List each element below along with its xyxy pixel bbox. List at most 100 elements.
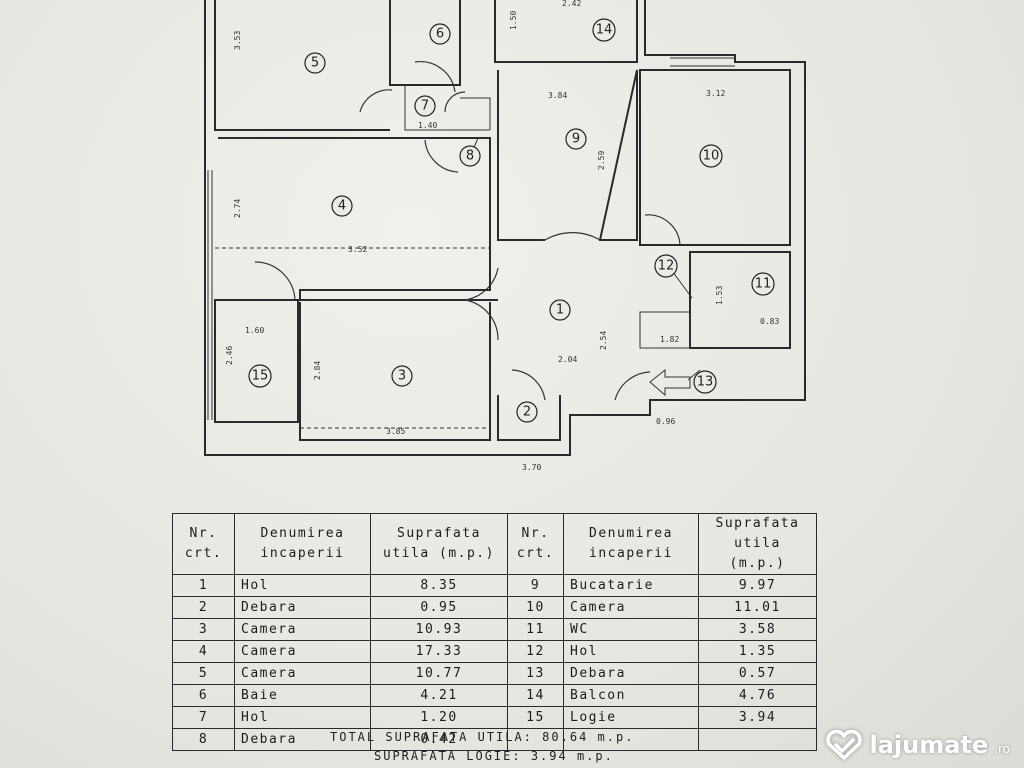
cell-area: 4.76 [698,684,817,707]
cell-name: Camera [234,640,371,663]
wall-room-3 [299,302,491,441]
cell-name: Debara [234,728,371,751]
cell-name: Baie [234,684,371,707]
door-room-7 [359,89,393,113]
dimension-label: 2.84 [313,361,322,380]
svg-text:15: 15 [252,369,269,384]
cell-nr: 5 [172,662,235,685]
window-room-10 [670,57,735,67]
room-marker-3: 3 [391,365,413,387]
cell-name: Camera [234,618,371,641]
wall-room-10 [639,69,791,246]
dimension-label: 3.70 [522,463,541,472]
cell-area: 9.97 [698,574,817,597]
floor-plan: 3.53 2.42 1.50 3.84 3.12 2.74 1.40 2.59 … [204,0,806,472]
dimension-label: 1.40 [418,121,437,130]
cell-name: Debara [234,596,371,619]
wall-room-2 [497,395,561,441]
cell-name: Hol [234,574,371,597]
door-room-8b [444,91,466,113]
room-marker-10: 10 [699,144,723,168]
watermark: lajumate .ro [825,730,1010,760]
cell-nr: 14 [507,684,564,707]
door-room-2 [511,369,546,401]
room-marker-11: 11 [751,272,775,296]
wall-room-4 [218,137,498,301]
dimension-label: 1.60 [245,326,264,335]
cell-nr: 12 [507,640,564,663]
door-entrance [614,371,651,401]
dimension-label: 0.83 [760,317,779,326]
total-area-line: TOTAL SUPRAFATA UTILA: 80.64 m.p. [330,730,635,744]
cell-name: Camera [234,662,371,685]
cell-name: Bucatarie [563,574,699,597]
dimension-label: 2.74 [233,199,242,218]
dimension-label: 3.53 [233,31,242,50]
cell-name: Camera [563,596,699,619]
wall-room-15 [214,299,299,423]
svg-text:14: 14 [596,23,613,38]
cell-area: 3.94 [698,706,817,729]
door-room-12 [644,214,681,246]
cell-area: 10.93 [370,618,508,641]
dimension-label: 1.82 [660,335,679,344]
svg-text:8: 8 [466,149,474,164]
header-name: Denumirea incaperii [563,513,699,575]
cell-name: WC [563,618,699,641]
cell-nr: 9 [507,574,564,597]
cell-nr: 3 [172,618,235,641]
header-nr: Nr. crt. [172,513,235,575]
svg-text:3: 3 [398,369,406,384]
dimension-label: 0.96 [656,417,675,426]
cell-nr: 15 [507,706,564,729]
header-area: Suprafata utila (m.p.) [370,513,508,575]
wall-room-9 [497,69,638,241]
svg-text:7: 7 [421,99,429,114]
cell-area: 3.58 [698,618,817,641]
watermark-tld: .ro [994,742,1010,756]
cell-nr: 11 [507,618,564,641]
svg-text:12: 12 [658,259,675,274]
cell-area [698,728,817,751]
dimension-label: 2.04 [558,355,577,364]
dimension-label: 2.42 [562,0,581,8]
room-marker-12: 12 [654,254,678,278]
cell-area: 0.95 [370,596,508,619]
door-room-15 [254,261,296,301]
dimension-label: 2.54 [599,331,608,350]
wall-room-8 [460,97,491,130]
wall-room-7 [404,85,490,131]
wall-room-13 [639,311,691,349]
cell-area: 17.33 [370,640,508,663]
wall-room-11 [689,251,791,349]
door-room-4 [464,267,499,301]
room-marker-6: 6 [429,23,451,45]
room-marker-5: 5 [304,52,326,74]
window-logie [207,170,213,420]
room-marker-1: 1 [549,299,571,321]
svg-text:9: 9 [572,132,580,147]
svg-text:6: 6 [436,27,444,42]
cell-nr: 1 [172,574,235,597]
cell-nr: 4 [172,640,235,663]
dimension-label: 1.50 [509,11,518,30]
header-nr: Nr. crt. [507,513,564,575]
heart-checkmark-icon [826,730,863,760]
cell-area: 0.42 [370,728,508,751]
header-area: Suprafata utila (m.p.) [698,513,817,575]
cell-name: Debara [563,662,699,685]
dimension-label: 3.84 [548,91,567,100]
room-marker-9: 9 [565,128,587,150]
door-room-8 [424,139,459,173]
dimension-label: 3.52 [348,245,367,254]
svg-text:10: 10 [703,149,720,164]
cell-area: 8.35 [370,574,508,597]
leader-line-13 [687,369,701,381]
header-name: Denumirea incaperii [234,513,371,575]
dimension-label: 2.46 [225,346,234,365]
cell-area: 11.01 [698,596,817,619]
dimension-label: 1.53 [715,286,724,305]
